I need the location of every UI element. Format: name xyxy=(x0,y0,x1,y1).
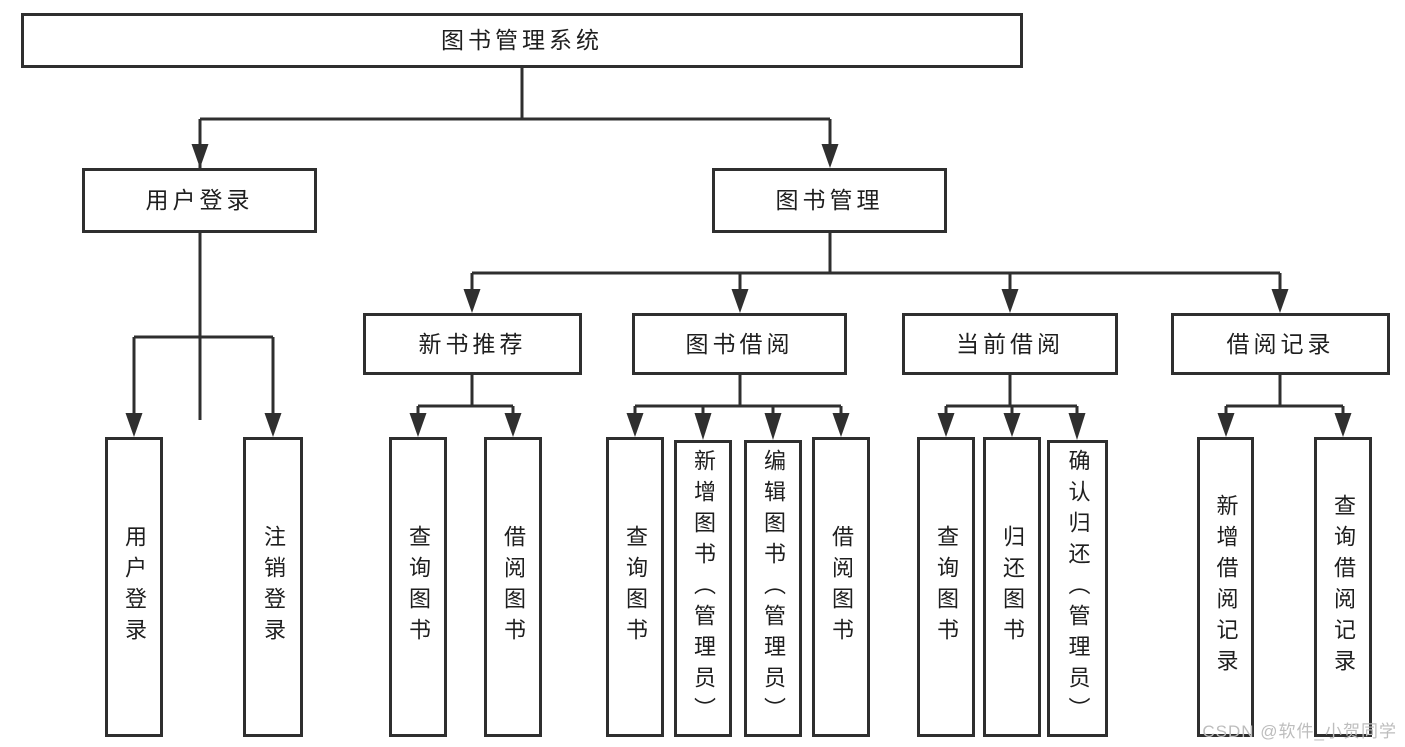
node-book-borrowing: 图书借阅 xyxy=(632,313,847,375)
node-book-management: 图书管理 xyxy=(712,168,947,233)
leaf-query-books-recommend-label: 查询图书 xyxy=(406,525,431,649)
leaf-confirm-return-admin-label: 确认归还（管理员） xyxy=(1065,449,1091,728)
node-user-login-label: 用户登录 xyxy=(145,187,254,213)
node-user-login: 用户登录 xyxy=(82,168,317,233)
leaf-query-borrow-record: 查询借阅记录 xyxy=(1314,437,1372,737)
node-borrow-records-label: 借阅记录 xyxy=(1226,330,1335,357)
watermark: CSDN @软件_小贺同学 xyxy=(1202,722,1397,741)
leaf-add-books-admin: 新增图书（管理员） xyxy=(674,440,732,737)
leaf-return-books: 归还图书 xyxy=(983,437,1041,737)
node-book-borrowing-label: 图书借阅 xyxy=(685,330,794,357)
leaf-user-login-label: 用户登录 xyxy=(122,525,147,649)
leaf-user-login: 用户登录 xyxy=(105,437,163,737)
node-root-label: 图书管理系统 xyxy=(441,27,603,53)
leaf-query-borrow-record-label: 查询借阅记录 xyxy=(1331,494,1356,680)
leaf-borrow-books-label: 借阅图书 xyxy=(829,525,854,649)
leaf-query-books-borrowing: 查询图书 xyxy=(606,437,664,737)
leaf-return-books-label: 归还图书 xyxy=(1000,525,1025,649)
node-current-borrowing: 当前借阅 xyxy=(902,313,1118,375)
node-borrow-records: 借阅记录 xyxy=(1171,313,1390,375)
leaf-borrow-books-recommend-label: 借阅图书 xyxy=(501,525,526,649)
node-root-library-management-system: 图书管理系统 xyxy=(21,13,1023,68)
leaf-query-books-current-label: 查询图书 xyxy=(934,525,959,649)
leaf-logout-label: 注销登录 xyxy=(261,525,286,649)
leaf-confirm-return-admin: 确认归还（管理员） xyxy=(1047,440,1108,737)
leaf-query-books-borrowing-label: 查询图书 xyxy=(623,525,648,649)
leaf-add-books-admin-label: 新增图书（管理员） xyxy=(691,449,716,728)
leaf-add-borrow-record: 新增借阅记录 xyxy=(1197,437,1254,737)
leaf-edit-books-admin-label: 编辑图书（管理员） xyxy=(761,449,786,728)
leaf-query-books-current: 查询图书 xyxy=(917,437,975,737)
leaf-borrow-books-recommend: 借阅图书 xyxy=(484,437,542,737)
node-new-book-recommend: 新书推荐 xyxy=(363,313,582,375)
node-book-management-label: 图书管理 xyxy=(775,187,884,213)
leaf-query-books-recommend: 查询图书 xyxy=(389,437,447,737)
arrowheads xyxy=(125,144,1352,440)
leaf-edit-books-admin: 编辑图书（管理员） xyxy=(744,440,802,737)
node-current-borrowing-label: 当前借阅 xyxy=(956,330,1064,357)
leaf-add-borrow-record-label: 新增借阅记录 xyxy=(1213,494,1239,680)
node-new-book-recommend-label: 新书推荐 xyxy=(418,330,527,357)
leaf-borrow-books: 借阅图书 xyxy=(812,437,870,737)
leaf-logout: 注销登录 xyxy=(243,437,303,737)
